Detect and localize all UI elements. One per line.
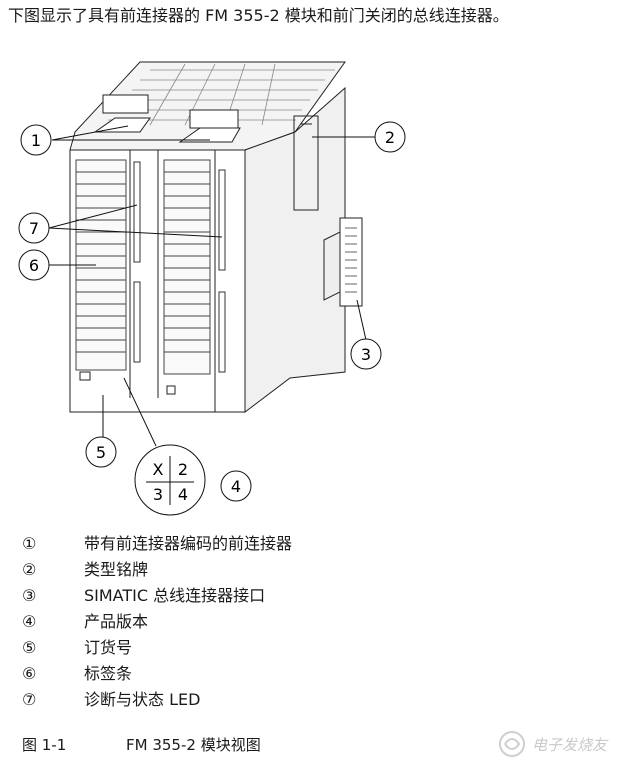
figure-number: 图 1-1 xyxy=(22,736,67,754)
product-version-box: X 2 3 4 xyxy=(134,444,206,516)
led-column-right xyxy=(218,169,226,373)
leader-lines xyxy=(48,125,375,447)
module-illustration xyxy=(69,61,363,414)
legend-number: ② xyxy=(22,560,37,579)
svg-text:6: 6 xyxy=(29,256,39,275)
svg-text:7: 7 xyxy=(29,219,39,238)
legend-number: ⑦ xyxy=(22,690,37,709)
callout-4: 4 xyxy=(220,470,252,502)
svg-text:2: 2 xyxy=(385,128,395,147)
legend-label: SIMATIC 总线连接器接口 xyxy=(84,586,266,605)
watermark-text: 电子发烧友 xyxy=(532,736,608,754)
callout-7: 7 xyxy=(18,212,50,244)
figure-title: FM 355-2 模块视图 xyxy=(126,736,261,754)
module-figure: 1 2 7 6 3 5 4 X 2 3 4 xyxy=(18,61,406,516)
legend-label: 带有前连接器编码的前连接器 xyxy=(84,534,293,553)
svg-text:3: 3 xyxy=(361,345,371,364)
legend-number: ⑥ xyxy=(22,664,37,683)
legend-number: ③ xyxy=(22,586,37,605)
callout-5: 5 xyxy=(85,436,117,468)
intro-text: 下图显示了具有前连接器的 FM 355-2 模块和前门关闭的总线连接器。 xyxy=(8,6,509,25)
legend-number: ① xyxy=(22,534,37,553)
svg-text:1: 1 xyxy=(31,131,41,150)
legend-label: 订货号 xyxy=(84,638,133,657)
type-plate xyxy=(293,115,319,211)
led-column-left xyxy=(133,161,141,363)
connector-handle-right xyxy=(189,109,239,129)
callout-3: 3 xyxy=(350,338,382,370)
svg-text:5: 5 xyxy=(96,443,106,462)
connector-handle-left xyxy=(102,94,149,114)
label-strip-right xyxy=(163,159,211,375)
order-number-mark xyxy=(79,371,91,381)
callout-2: 2 xyxy=(374,121,406,153)
svg-text:2: 2 xyxy=(178,460,188,479)
legend-label: 标签条 xyxy=(84,664,133,683)
svg-text:X: X xyxy=(153,460,164,479)
callout-1: 1 xyxy=(20,124,52,156)
legend-number: ⑤ xyxy=(22,638,37,657)
svg-text:4: 4 xyxy=(231,477,241,496)
bus-connector xyxy=(339,217,363,307)
legend-label: 类型铭牌 xyxy=(84,560,149,579)
watermark-logo-icon xyxy=(499,731,525,757)
svg-text:3: 3 xyxy=(153,485,163,504)
callout-6: 6 xyxy=(18,249,50,281)
svg-text:4: 4 xyxy=(178,485,188,504)
legend-number: ④ xyxy=(22,612,37,631)
legend-label: 产品版本 xyxy=(84,612,149,631)
legend-label: 诊断与状态 LED xyxy=(84,690,201,709)
watermark: 电子发烧友 xyxy=(496,728,636,762)
